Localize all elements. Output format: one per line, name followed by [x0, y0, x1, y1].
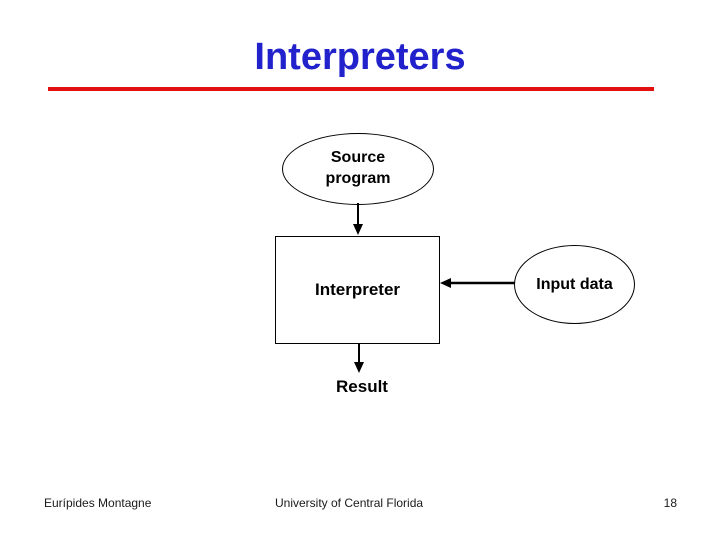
input-data-ellipse: Input data — [514, 245, 635, 324]
interpreter-label: Interpreter — [314, 280, 401, 299]
interpreter-box: Interpreter — [275, 236, 440, 344]
arrow-source-to-interpreter-icon — [353, 203, 363, 235]
input-data-label: Input data — [536, 275, 613, 293]
arrow-interpreter-to-result-icon — [354, 343, 364, 373]
footer-page-number: 18 — [663, 496, 677, 510]
title-underline — [48, 87, 654, 91]
arrow-input-to-interpreter-icon — [440, 278, 516, 288]
source-program-label: Source program — [325, 149, 391, 187]
slide-title: Interpreters — [254, 36, 466, 78]
source-program-ellipse: Source program — [282, 133, 434, 205]
footer-author: Eurípides Montagne — [44, 496, 152, 510]
result-label: Result — [336, 377, 388, 396]
footer-institution: University of Central Florida — [275, 496, 424, 510]
